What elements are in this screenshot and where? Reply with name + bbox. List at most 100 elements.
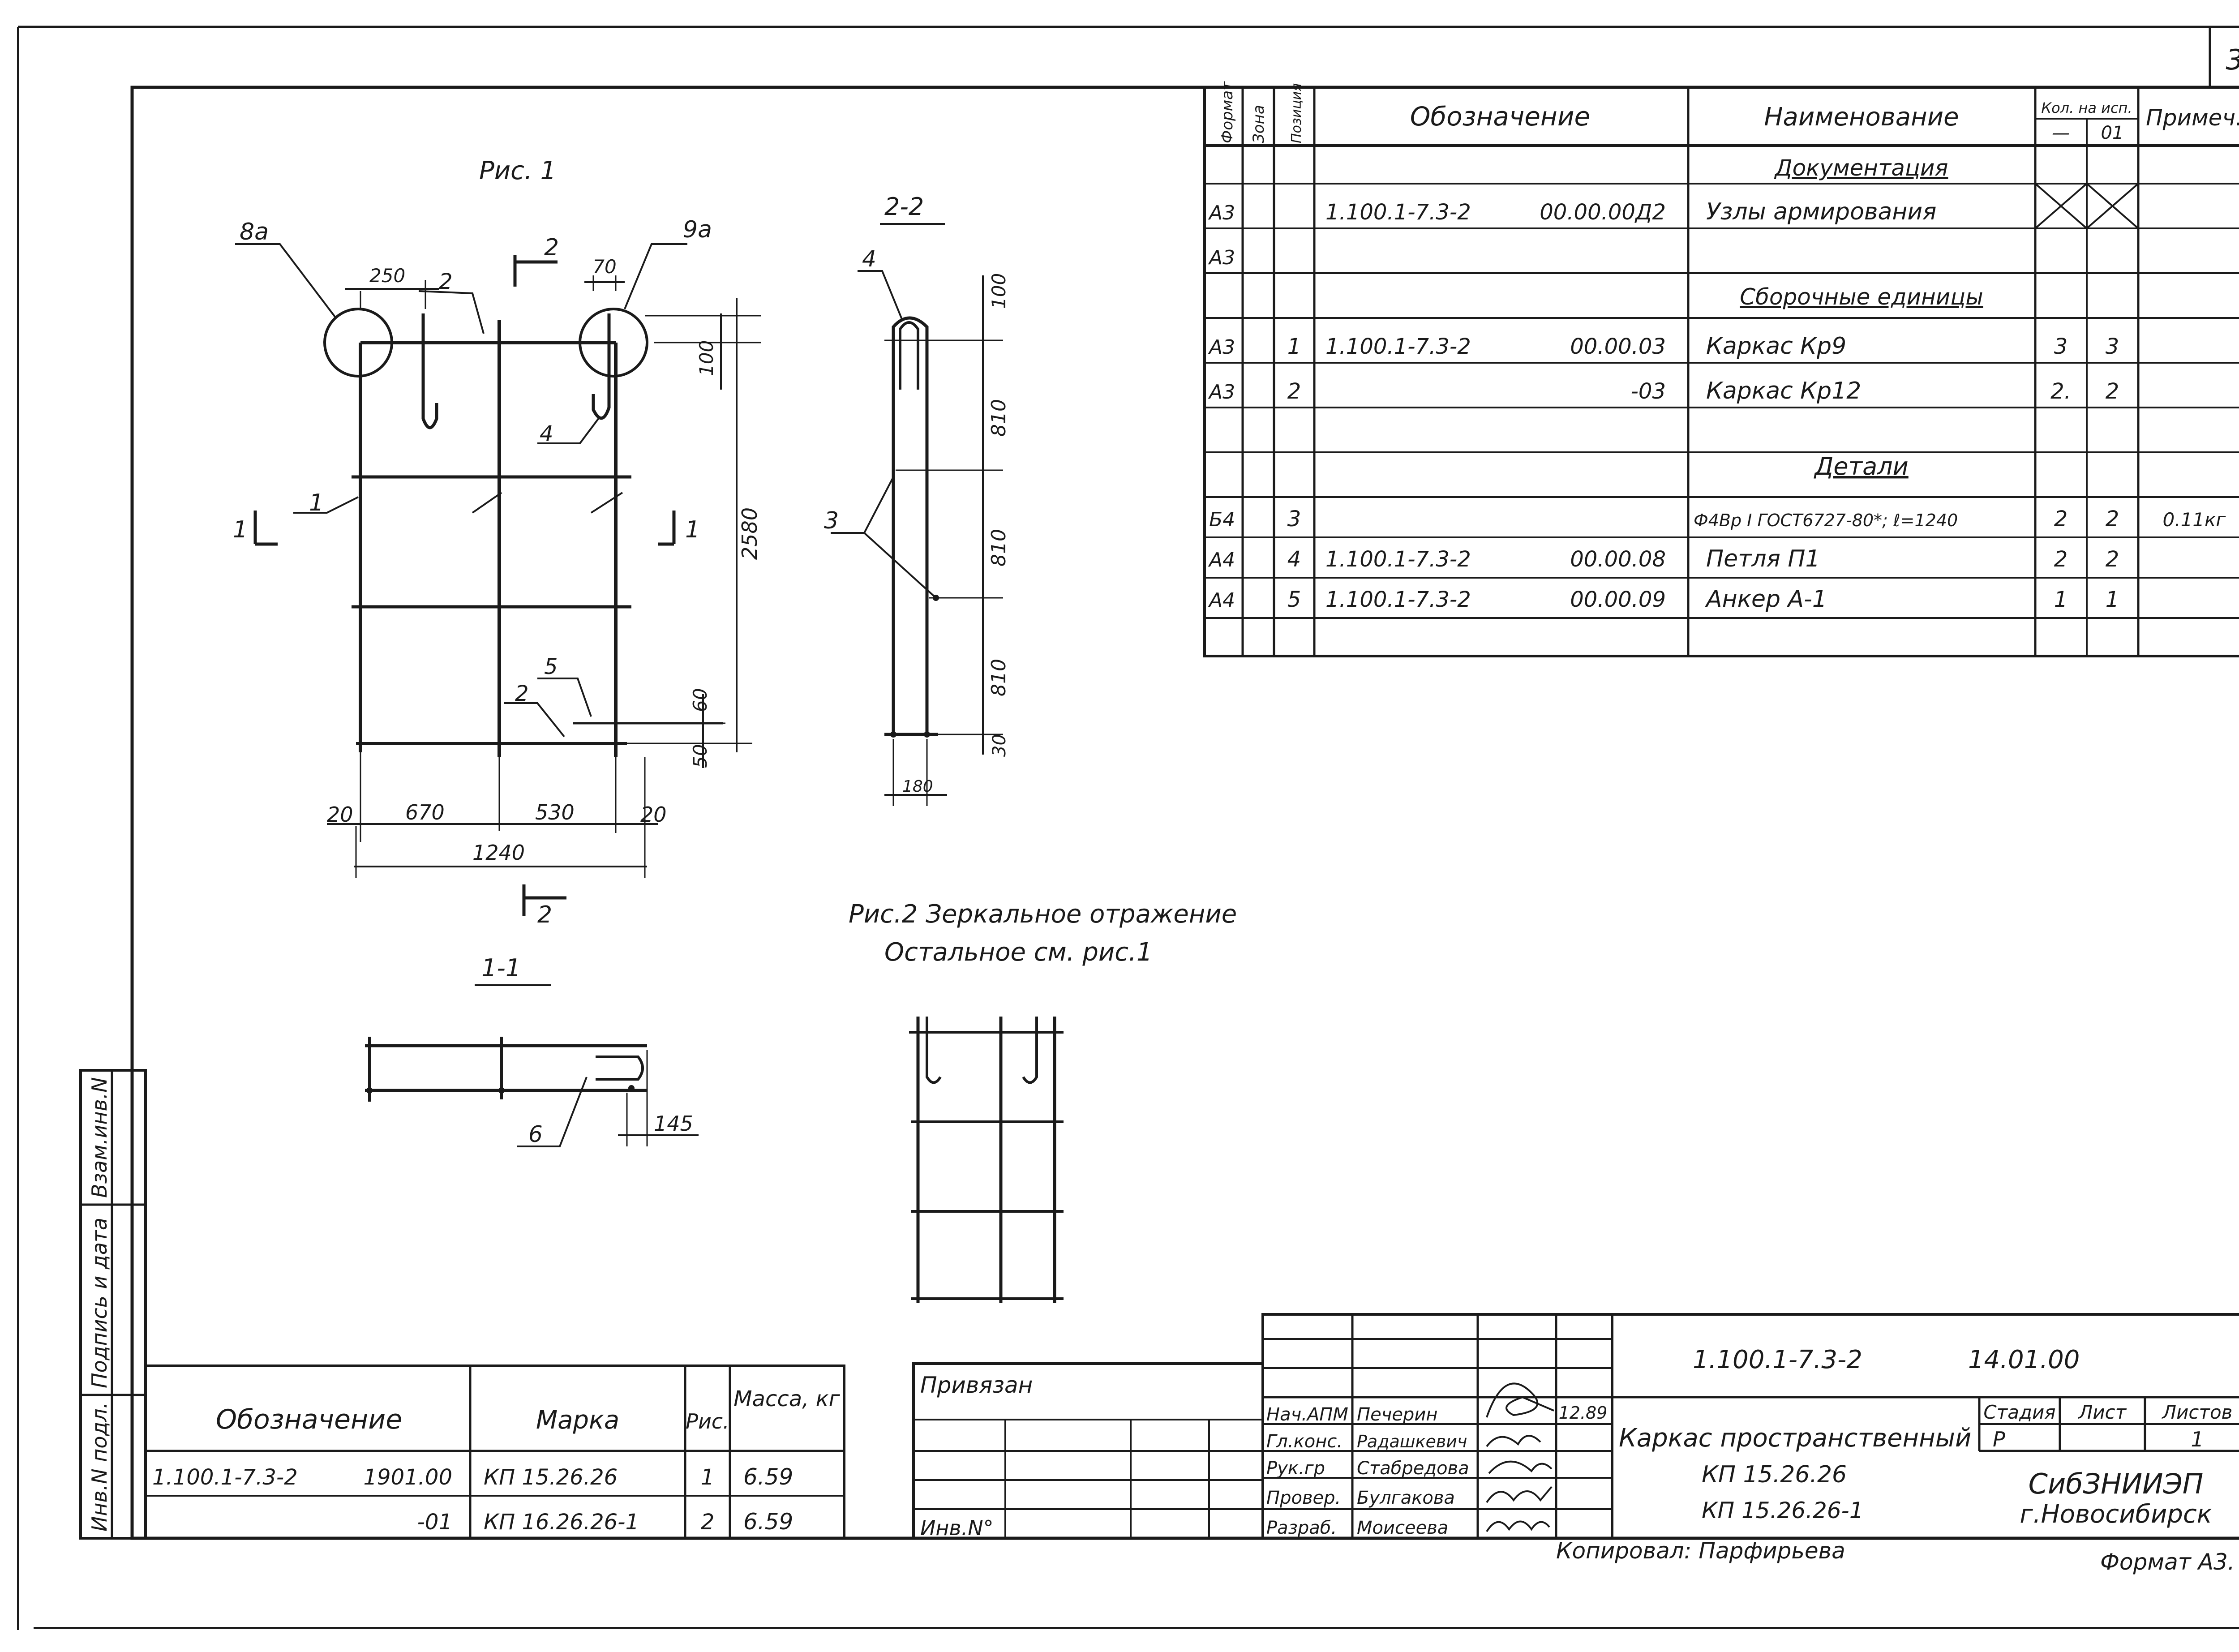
title-role: Разраб. — [1266, 1518, 1337, 1538]
row-format: А3 — [1208, 246, 1235, 269]
marks-header-designation: Обозначение — [216, 1404, 402, 1435]
marks-header-mark: Марка — [536, 1406, 619, 1435]
row-note: 0.11кг — [2163, 509, 2226, 531]
dim-20-left: 20 — [327, 802, 353, 827]
spec-header-designation: Обозначение — [1410, 101, 1590, 132]
row-name: Петля П1 — [1706, 545, 1820, 572]
title-org-city: г.Новосибирск — [2020, 1500, 2212, 1529]
callout-5: 5 — [544, 654, 558, 679]
spec-header-qty-b: 01 — [2101, 123, 2124, 143]
table-row: А3 1 1.100.1-7.3-2 00.00.03 Каркас Кр9 3… — [1208, 333, 2119, 360]
callout-2: 2 — [439, 269, 453, 294]
title-role: Провер. — [1266, 1488, 1341, 1508]
marks-row-subcode: 1901.00 — [364, 1465, 453, 1490]
figure1-title: Рис. 1 — [479, 156, 556, 185]
dim-250: 250 — [369, 265, 405, 287]
dim-70: 70 — [592, 256, 616, 278]
row-qty-a: 1 — [2054, 587, 2068, 612]
side-stamp-inv-podl: Инв.N подл. — [87, 1402, 112, 1532]
row-qty-a: 2 — [2054, 506, 2068, 532]
spec-header-qty-a: — — [2052, 123, 2070, 143]
marks-row-mass: 6.59 — [743, 1509, 793, 1535]
callout-2-lower: 2 — [515, 681, 529, 706]
row-format: А4 — [1208, 589, 1235, 612]
row-format: А4 — [1208, 549, 1235, 571]
row-code: 1.100.1-7.3-2 — [1325, 334, 1471, 359]
dim-20-right: 20 — [640, 802, 667, 827]
dim-50: 50 — [689, 744, 711, 768]
table-row: А3 — [1208, 246, 1235, 269]
table-row: А4 5 1.100.1-7.3-2 00.00.09 Анкер А-1 1 … — [1208, 586, 2119, 613]
marks-header-fig: Рис. — [686, 1409, 729, 1433]
dim-22-810-a: 810 — [987, 399, 1010, 437]
spec-header-qty: Кол. на исп. — [2041, 99, 2132, 116]
signature-marks — [1486, 1382, 1554, 1532]
table-row: А4 4 1.100.1-7.3-2 00.00.08 Петля П1 2 2 — [1208, 545, 2119, 572]
row-format: Б4 — [1209, 508, 1235, 531]
callout-3: 3 — [824, 507, 839, 534]
dim-1240: 1240 — [472, 841, 525, 865]
row-format: А3 — [1208, 202, 1235, 224]
figure1-frame-drawing — [235, 243, 761, 916]
row-qty-b: 2 — [2106, 379, 2119, 404]
marks-row-subcode: -01 — [417, 1510, 452, 1535]
title-person: Булгакова — [1357, 1488, 1455, 1508]
section11-title: 1-1 — [481, 954, 521, 982]
dim-530: 530 — [535, 800, 575, 824]
row-subcode: 00.00.08 — [1570, 547, 1666, 572]
row-code: 1.100.1-7.3-2 — [1325, 547, 1471, 572]
row-qty-a: 2 — [2054, 547, 2068, 572]
section-mark-1-left: 1 — [233, 516, 248, 543]
side-stamp-vzam-inv: Взам.инв.N — [87, 1077, 112, 1198]
spec-header-name: Наименование — [1764, 103, 1959, 132]
row-subcode: 00.00.03 — [1570, 334, 1666, 359]
table-row: Б4 3 Ф4Вр I ГОСТ6727-80*; ℓ=1240 2 2 0.1… — [1209, 506, 2226, 532]
row-name: Узлы армирования — [1706, 198, 1936, 225]
title-sheet-label: Лист — [2078, 1401, 2127, 1423]
privyazan-block — [912, 1362, 1264, 1540]
section11-drawing — [365, 1037, 699, 1147]
marks-header-mass: Масса, кг — [733, 1386, 841, 1412]
page-number: 38 — [2226, 43, 2239, 76]
title-block — [1261, 1313, 2239, 1540]
table-row: 1.100.1-7.3-2 1901.00 КП 15.26.26 1 6.59 — [152, 1464, 793, 1490]
dim-22-810-c: 810 — [987, 659, 1010, 696]
row-qty-a: 3 — [2054, 334, 2068, 359]
title-person: Печерин — [1357, 1404, 1437, 1425]
privyazan-inv-label: Инв.N° — [920, 1516, 994, 1540]
dim-22-100: 100 — [988, 273, 1010, 309]
title-doc-code: 1.100.1-7.3-2 — [1693, 1345, 1862, 1374]
marks-row-code: 1.100.1-7.3-2 — [152, 1465, 298, 1490]
spec-section-details: Детали — [1814, 452, 1909, 481]
figure2-caption-line2: Остальное см. рис.1 — [884, 938, 1153, 967]
section-mark-2-bottom: 2 — [537, 901, 552, 928]
dim-2580: 2580 — [738, 507, 762, 560]
title-person: Моисеева — [1357, 1518, 1448, 1538]
privyazan-label: Привязан — [920, 1372, 1033, 1398]
title-role: Нач.АПМ — [1266, 1404, 1348, 1425]
title-line1: Каркас пространственный — [1619, 1424, 1971, 1453]
spec-header-position: Позиция — [1289, 83, 1304, 143]
footer-copied-by: Копировал: Парфирьева — [1556, 1538, 1845, 1564]
row-name: Каркас Кр9 — [1706, 333, 1846, 360]
figure2-drawing — [909, 1017, 1064, 1303]
title-signature-date: 12.89 — [1559, 1403, 1608, 1423]
side-stamp-signature-date: Подпись и дата — [87, 1218, 112, 1388]
spec-section-documentation: Документация — [1774, 155, 1948, 181]
marks-row-mass: 6.59 — [743, 1464, 793, 1490]
table-row: А3 2 -03 Каркас Кр12 2. 2 — [1208, 378, 2119, 404]
title-org-name: СибЗНИИЭП — [2029, 1467, 2204, 1500]
row-position: 5 — [1287, 587, 1301, 612]
row-code: 1.100.1-7.3-2 — [1325, 587, 1471, 612]
row-code: 1.100.1-7.3-2 — [1325, 200, 1471, 225]
row-name: Анкер А-1 — [1705, 586, 1827, 613]
row-position: 2 — [1287, 379, 1301, 404]
row-qty-b: 2 — [2106, 506, 2119, 532]
row-format: А3 — [1208, 336, 1235, 359]
row-format: А3 — [1208, 381, 1235, 403]
callout-6: 6 — [528, 1121, 543, 1147]
spec-header-format: Формат — [1218, 81, 1236, 143]
row-name: Каркас Кр12 — [1706, 378, 1861, 404]
row-subcode: 00.00.00Д2 — [1540, 200, 1666, 225]
